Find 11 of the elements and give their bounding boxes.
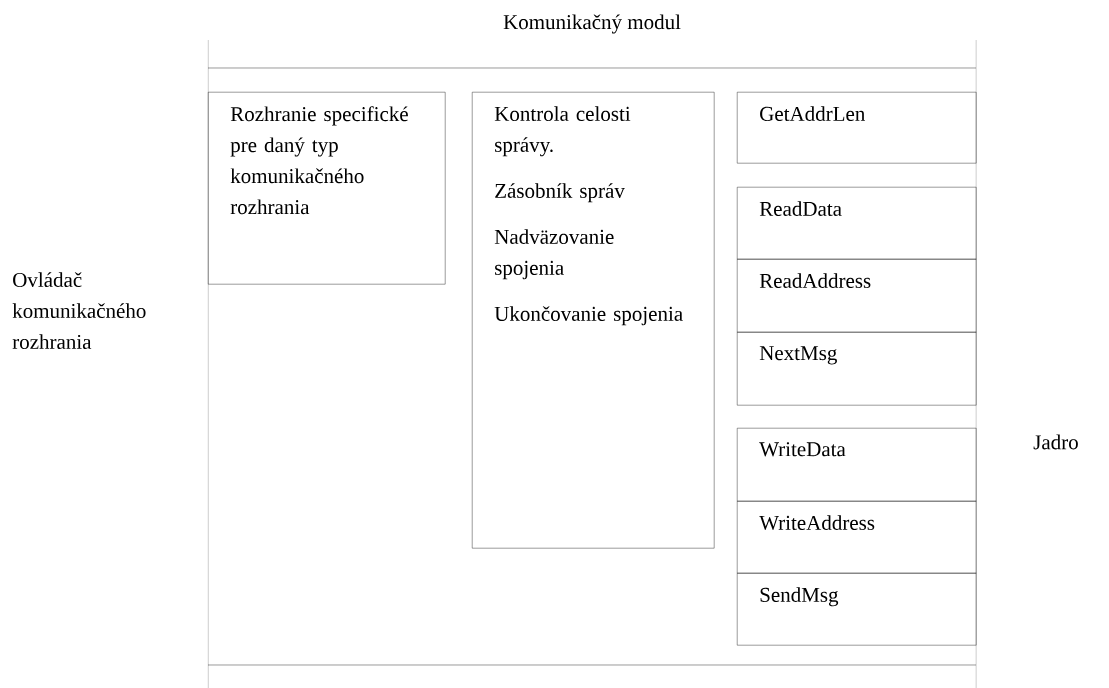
process-box: ReadData (737, 187, 977, 260)
process-box: Kontrola celosti správy. Zásobník správ Nadväzovanie spojenia Ukončovanie spojenia (472, 92, 715, 549)
process-box: ReadAddress (737, 259, 977, 333)
side-label: Ovládač komunikačného rozhrania (12, 272, 146, 349)
side-label: Jadro (1033, 434, 1078, 450)
process-box: WriteAddress (737, 501, 977, 574)
process-box: GetAddrLen (737, 92, 977, 164)
process-box: WriteData (737, 428, 977, 502)
process-box: NextMsg (737, 332, 977, 406)
process-box: SendMsg (737, 573, 977, 646)
process-box: Rozhranie specifické pre daný typ komunikačného rozhrania (208, 92, 446, 285)
